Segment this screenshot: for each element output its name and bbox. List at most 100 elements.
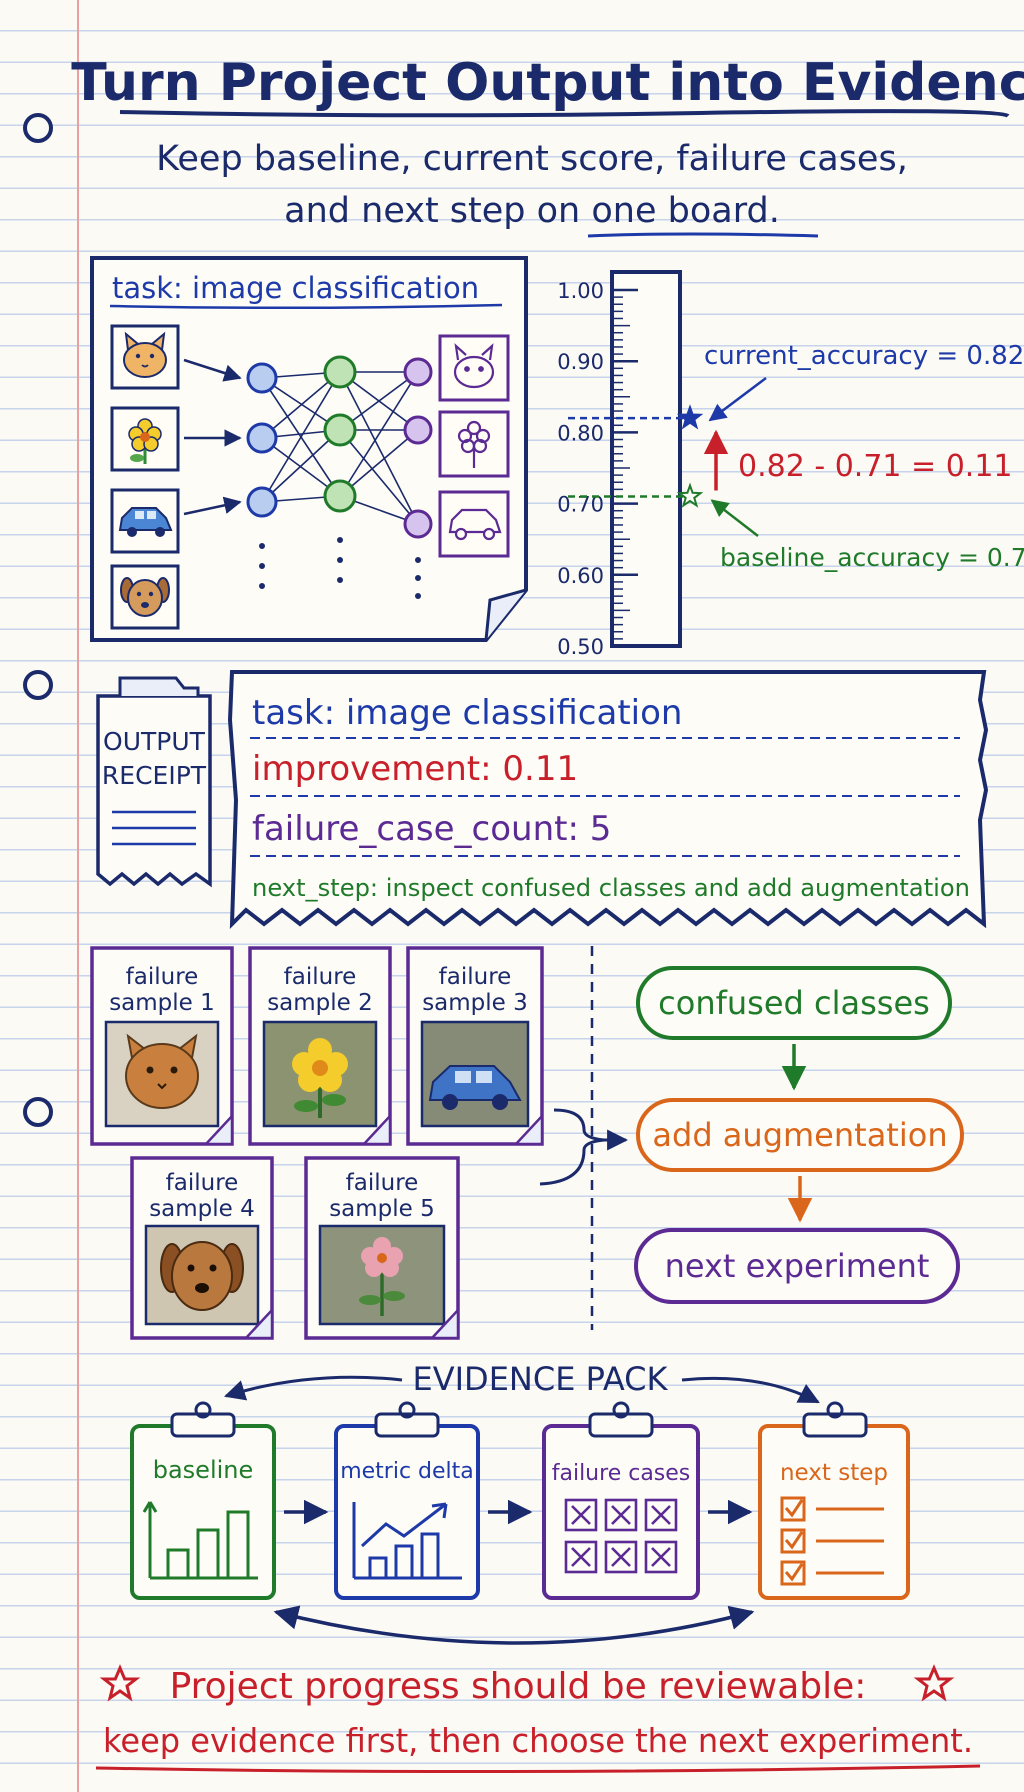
binder-hole [23, 113, 53, 143]
ruler-tick-label: 0.50 [557, 635, 604, 659]
flower-icon [457, 420, 491, 468]
svg-text:confused classes: confused classes [658, 984, 930, 1022]
svg-text:failure cases: failure cases [552, 1461, 691, 1486]
ruler-tick-label: 0.70 [557, 493, 604, 517]
cat-icon [453, 343, 495, 389]
page-title: Turn Project Output into Evidence [71, 53, 1024, 113]
flower-icon [359, 1237, 405, 1316]
evidence-pack: EVIDENCE PACK baseline metric delta [130, 1360, 910, 1645]
network-nodes [246, 355, 433, 539]
next-step-flow: confused classes add augmentation next e… [634, 966, 964, 1304]
ruler-tick-label: 1.00 [557, 279, 604, 303]
flower-icon [128, 418, 162, 464]
baseline-star-icon [676, 482, 704, 508]
cat-icon [125, 1033, 199, 1109]
input-image-cat [110, 324, 180, 390]
evidence-card-failure-cases: failure cases [542, 1401, 700, 1600]
star-mark [676, 404, 704, 430]
svg-text:sample 1: sample 1 [109, 990, 215, 1016]
svg-text:sample 5: sample 5 [329, 1196, 435, 1222]
car-icon [118, 507, 173, 537]
ruler-tick-label: 0.60 [557, 564, 604, 588]
subtitle-line-2: and next step on one board. [284, 191, 780, 231]
svg-text:baseline: baseline [153, 1456, 254, 1484]
receipt-paper [227, 670, 989, 929]
output-receipt: OUTPUT RECEIPT task: image classificatio… [96, 670, 989, 929]
failure-samples: failure sample 1 failure sample 2 [90, 946, 629, 1340]
evidence-card-metric-delta: metric delta [334, 1401, 480, 1600]
svg-text:sample 2: sample 2 [267, 990, 373, 1016]
star-mark [676, 482, 704, 508]
dog-icon [160, 1241, 244, 1311]
receipt-improvement: improvement: 0.11 [252, 749, 578, 789]
evidence-card-baseline: baseline [130, 1401, 276, 1600]
car-icon [448, 508, 502, 541]
baseline-accuracy-label: baseline_accuracy = 0.71 [720, 543, 1024, 572]
footer-note: Project progress should be reviewable: k… [95, 1664, 981, 1774]
binder-hole [23, 670, 53, 700]
subtitle-line-1: Keep baseline, current score, failure ca… [156, 139, 908, 179]
subtitle-underline [587, 232, 819, 238]
title-underline [119, 109, 1010, 118]
baseline-pointer-arrow [710, 499, 759, 537]
svg-text:failure: failure [166, 1170, 239, 1196]
svg-text:next step: next step [780, 1460, 888, 1486]
svg-text:sample 3: sample 3 [422, 990, 528, 1016]
receipt-task: task: image classification [252, 693, 682, 733]
svg-text:sample 4: sample 4 [149, 1196, 255, 1222]
failure-grid-icon [564, 1498, 678, 1574]
flow-node-confused-classes [636, 966, 952, 1040]
failure-sample-3: failure sample 3 [406, 946, 544, 1146]
failure-brace [539, 1108, 605, 1186]
delta-equation: 0.82 - 0.71 = 0.11 [738, 449, 1013, 484]
current-pointer-arrow [708, 377, 767, 422]
failure-sample-4: failure sample 4 [130, 1156, 274, 1340]
svg-text:next experiment: next experiment [665, 1247, 930, 1285]
checklist-icon [780, 1496, 884, 1586]
svg-text:failure: failure [126, 964, 199, 990]
svg-text:metric delta: metric delta [340, 1459, 474, 1484]
receipt-next-step: next_step: inspect confused classes and … [252, 874, 970, 902]
flower-icon [292, 1038, 348, 1118]
current-star-icon [676, 404, 704, 430]
evidence-loop-arrow [273, 1605, 755, 1645]
star-icon [913, 1664, 955, 1702]
failure-sample-2: failure sample 2 [248, 946, 392, 1146]
output-image-flower [438, 410, 510, 478]
receipt-badge-line-2: RECEIPT [102, 761, 207, 790]
svg-text:failure: failure [346, 1170, 419, 1196]
current-accuracy-label: current_accuracy = 0.82 [704, 341, 1024, 371]
ruler-tick-label: 0.90 [557, 350, 604, 374]
footer-line-1: Project progress should be reviewable: [170, 1666, 867, 1707]
accuracy-ruler: 1.00 0.90 0.80 0.70 0.60 0.50 current_accurac… [557, 270, 1024, 659]
dog-icon [120, 577, 170, 617]
cat-icon [123, 331, 167, 378]
flow-node-add-augmentation [636, 1098, 964, 1172]
footer-line-2: keep evidence first, then choose the nex… [103, 1721, 973, 1760]
binder-hole [23, 1097, 53, 1127]
network-edges [261, 371, 419, 525]
ellipsis-dots [259, 537, 421, 599]
ruler-ticks [612, 288, 638, 648]
input-image-dog [110, 564, 180, 630]
flow-node-next-experiment [634, 1228, 960, 1304]
task-label: task: image classification [112, 271, 479, 305]
failure-sample-5: failure sample 5 [304, 1156, 460, 1340]
input-image-flower [110, 406, 180, 472]
receipt-badge-line-1: OUTPUT [103, 727, 206, 756]
ruler-tick-label: 0.80 [557, 421, 604, 445]
star-icon [99, 1664, 141, 1702]
svg-text:failure: failure [439, 964, 512, 990]
car-icon [428, 1065, 522, 1110]
svg-text:add augmentation: add augmentation [652, 1116, 947, 1154]
model-card: task: image classification [90, 256, 528, 642]
receipt-failure-count: failure_case_count: 5 [252, 809, 611, 849]
input-image-car [110, 488, 180, 554]
svg-text:failure: failure [284, 964, 357, 990]
evidence-pack-title: EVIDENCE PACK [413, 1360, 669, 1398]
ruler-tick-labels: 1.00 0.90 0.80 0.70 0.60 0.50 [557, 279, 604, 659]
receipt-badge: OUTPUT RECEIPT [96, 676, 212, 888]
trend-chart-icon [352, 1502, 462, 1580]
evidence-card-next-step: next step [758, 1401, 910, 1600]
